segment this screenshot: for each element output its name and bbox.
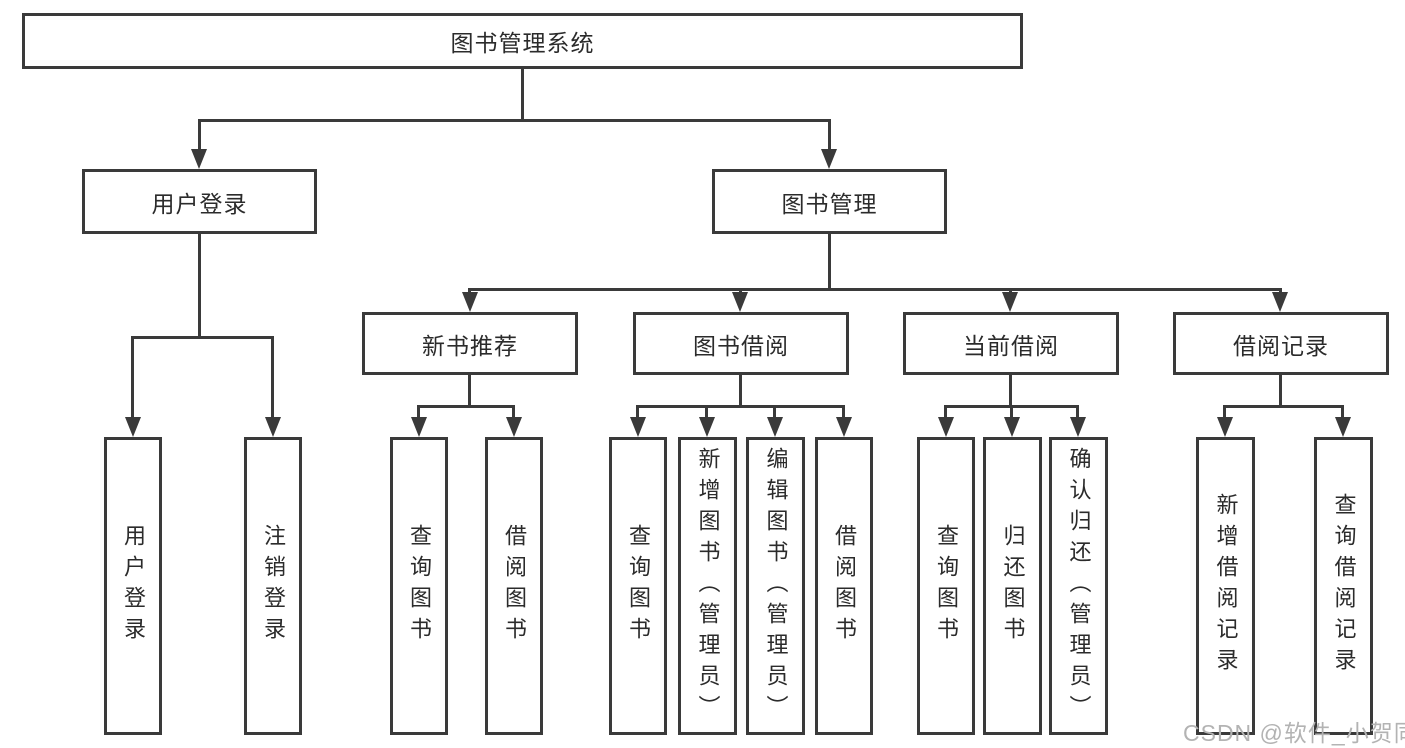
leaf-query-books-borrowing: 查询图书 [609, 437, 667, 735]
arrowhead-leaf [938, 417, 954, 437]
connector-book-borrowing-split [636, 405, 845, 408]
connector-stem [512, 405, 515, 421]
arrowhead-leaf [1335, 417, 1351, 437]
node-library-system: 图书管理系统 [22, 13, 1023, 69]
connector-root-split [198, 119, 831, 122]
connector-stem-book-management [828, 119, 831, 153]
connector-stem [417, 405, 420, 421]
connector-book-borrowing-drop [739, 375, 742, 408]
node-borrowing-records: 借阅记录 [1173, 312, 1389, 375]
arrowhead-leaf [767, 417, 783, 437]
arrowhead-borrowing-records [1272, 292, 1288, 312]
leaf-confirm-return-admin: 确认归还（管理员） [1049, 437, 1108, 735]
arrowhead-leaf [1070, 417, 1086, 437]
node-book-borrowing: 图书借阅 [633, 312, 849, 375]
connector-book-management-drop [828, 234, 831, 291]
leaf-borrow-books-recommend: 借阅图书 [485, 437, 543, 735]
arrowhead-book-borrowing [732, 292, 748, 312]
arrowhead-book-management [821, 149, 837, 169]
connector-stem-leaf-user-login [131, 336, 134, 420]
arrowhead-leaf [506, 417, 522, 437]
leaf-edit-books-admin: 编辑图书（管理员） [746, 437, 805, 735]
csdn-watermark: CSDN @软件_小贺同学 [1183, 720, 1405, 746]
leaf-add-borrow-record: 新增借阅记录 [1196, 437, 1255, 735]
arrowhead-leaf [1217, 417, 1233, 437]
arrowhead-leaf [630, 417, 646, 437]
leaf-logout: 注销登录 [244, 437, 302, 735]
connector-stem [944, 405, 947, 421]
connector-new-book-split [417, 405, 515, 408]
connector-user-login-drop [198, 234, 201, 339]
connector-new-book-drop [468, 375, 471, 408]
connector-stem [773, 405, 776, 421]
leaf-return-books: 归还图书 [983, 437, 1042, 735]
connector-stem [1341, 405, 1344, 421]
leaf-query-borrow-record: 查询借阅记录 [1314, 437, 1373, 735]
connector-stem [705, 405, 708, 421]
connector-stem [636, 405, 639, 421]
arrowhead-leaf-user-login [125, 417, 141, 437]
connector-stem-leaf-logout [271, 336, 274, 420]
connector-stem [1223, 405, 1226, 421]
arrowhead-user-login [191, 149, 207, 169]
connector-root-drop [521, 69, 524, 121]
connector-user-login-split [131, 336, 274, 339]
arrowhead-current-borrowing [1002, 292, 1018, 312]
leaf-query-books-current: 查询图书 [917, 437, 975, 735]
node-new-book-recommendation: 新书推荐 [362, 312, 578, 375]
leaf-query-books-recommend: 查询图书 [390, 437, 448, 735]
connector-current-borrowing-drop [1009, 375, 1012, 408]
arrowhead-leaf [836, 417, 852, 437]
arrowhead-leaf [699, 417, 715, 437]
leaf-borrow-books: 借阅图书 [815, 437, 873, 735]
arrowhead-leaf [1004, 417, 1020, 437]
connector-borrowing-records-drop [1279, 375, 1282, 408]
leaf-add-books-admin: 新增图书（管理员） [678, 437, 737, 735]
connector-stem [842, 405, 845, 421]
arrowhead-leaf [411, 417, 427, 437]
node-user-login-module: 用户登录 [82, 169, 317, 234]
connector-stem [1076, 405, 1079, 421]
connector-book-management-split [468, 288, 1282, 291]
connector-stem [1010, 405, 1013, 421]
arrowhead-leaf-logout [265, 417, 281, 437]
arrowhead-new-book [462, 292, 478, 312]
node-book-management: 图书管理 [712, 169, 947, 234]
node-current-borrowing: 当前借阅 [903, 312, 1119, 375]
connector-stem-user-login [198, 119, 201, 153]
leaf-user-login: 用户登录 [104, 437, 162, 735]
connector-borrowing-records-split [1223, 405, 1344, 408]
